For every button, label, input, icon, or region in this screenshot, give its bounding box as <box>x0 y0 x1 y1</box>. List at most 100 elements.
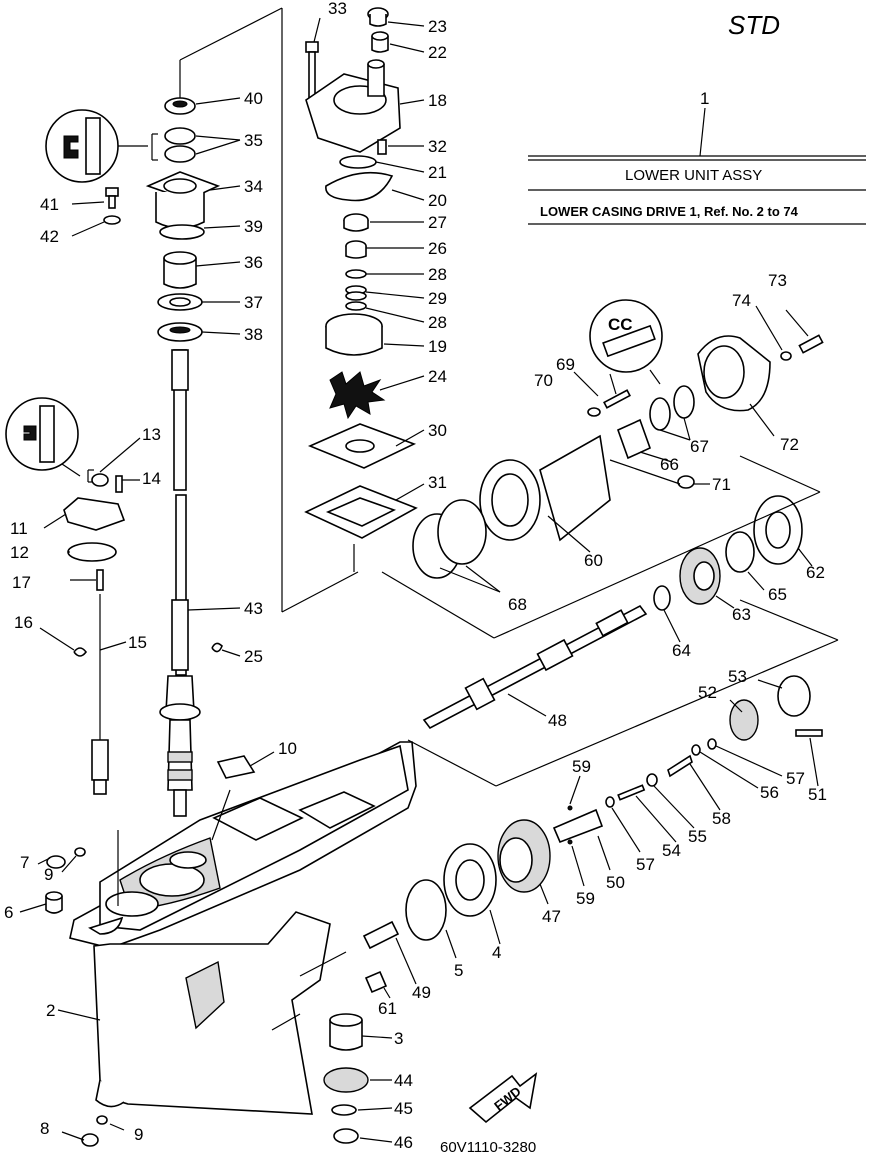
callout-28-lower: 28 <box>428 313 447 332</box>
callout-66: 66 <box>660 455 679 474</box>
callout-37: 37 <box>244 293 263 312</box>
callout-73: 73 <box>768 271 787 290</box>
callout-62: 62 <box>806 563 825 582</box>
callout-26: 26 <box>428 239 447 258</box>
callout-7: 7 <box>20 853 29 872</box>
callout-15: 15 <box>128 633 147 652</box>
forward-gear-group <box>405 675 823 941</box>
callout-16: 16 <box>14 613 33 632</box>
small-parts-left <box>45 847 108 1147</box>
callout-74: 74 <box>732 291 751 310</box>
callout-3: 3 <box>394 1029 403 1048</box>
inset-detail-35 <box>45 109 158 183</box>
callout-1: 1 <box>700 89 709 108</box>
callout-4: 4 <box>492 943 501 962</box>
callout-33: 33 <box>328 0 347 18</box>
callout-13: 13 <box>142 425 161 444</box>
callout-21: 21 <box>428 163 447 182</box>
callout-38: 38 <box>244 325 263 344</box>
callout-2: 2 <box>46 1001 55 1020</box>
fwd-arrow: FWD <box>468 1072 538 1124</box>
callout-51: 51 <box>808 785 827 804</box>
callout-54: 54 <box>662 841 681 860</box>
callout-34: 34 <box>244 177 263 196</box>
shift-rod-group <box>63 469 126 795</box>
callout-48: 48 <box>548 711 567 730</box>
callout-64: 64 <box>672 641 691 660</box>
callout-40: 40 <box>244 89 263 108</box>
callout-65: 65 <box>768 585 787 604</box>
svg-text:CC: CC <box>608 315 633 334</box>
assembly-info-box: 1 LOWER UNIT ASSY LOWER CASING DRIVE 1, … <box>528 89 866 225</box>
callout-9-upper: 9 <box>44 865 53 884</box>
callout-32: 32 <box>428 137 447 156</box>
callout-58: 58 <box>712 809 731 828</box>
lower-casing <box>69 741 417 1115</box>
callout-25: 25 <box>244 647 263 666</box>
callout-14: 14 <box>142 469 161 488</box>
assembly-title: LOWER UNIT ASSY <box>625 167 762 184</box>
callout-50: 50 <box>606 873 625 892</box>
callout-45: 45 <box>394 1099 413 1118</box>
callout-67: 67 <box>690 437 709 456</box>
callout-49: 49 <box>412 983 431 1002</box>
propeller-shaft-group: CC <box>412 299 824 730</box>
callout-71: 71 <box>712 475 731 494</box>
callout-47: 47 <box>542 907 561 926</box>
callout-28-upper: 28 <box>428 265 447 284</box>
callout-10: 10 <box>278 739 297 758</box>
callout-59-upper: 59 <box>572 757 591 776</box>
callout-57-left: 57 <box>636 855 655 874</box>
callout-59-lower: 59 <box>576 889 595 908</box>
section-outlines <box>117 455 839 977</box>
drive-shaft-group <box>145 97 221 817</box>
callout-44: 44 <box>394 1071 413 1090</box>
callout-24: 24 <box>428 367 447 386</box>
callout-9-lower: 9 <box>134 1125 143 1144</box>
callout-8: 8 <box>40 1119 49 1138</box>
assembly-subtitle: LOWER CASING DRIVE 1, Ref. No. 2 to 74 <box>540 204 799 219</box>
callout-56: 56 <box>760 783 779 802</box>
callout-19: 19 <box>428 337 447 356</box>
drawing-code: 60V1110-3280 <box>440 1139 536 1154</box>
pinion-group <box>323 920 400 1144</box>
inset-detail-shift <box>5 397 81 477</box>
callout-52: 52 <box>698 683 717 702</box>
callout-17: 17 <box>12 573 31 592</box>
bolt-41-washer-42 <box>103 187 121 225</box>
callout-69: 69 <box>556 355 575 374</box>
callout-61: 61 <box>378 999 397 1018</box>
leader-lines <box>19 17 819 1143</box>
callout-53: 53 <box>728 667 747 686</box>
callout-42: 42 <box>40 227 59 246</box>
callout-22: 22 <box>428 43 447 62</box>
callout-60: 60 <box>584 551 603 570</box>
callout-36: 36 <box>244 253 263 272</box>
callout-27: 27 <box>428 213 447 232</box>
callout-43: 43 <box>244 599 263 618</box>
callout-46: 46 <box>394 1133 413 1152</box>
callout-57-right: 57 <box>786 769 805 788</box>
callout-70: 70 <box>534 371 553 390</box>
callout-5: 5 <box>454 961 463 980</box>
callout-72: 72 <box>780 435 799 454</box>
callout-39: 39 <box>244 217 263 236</box>
callout-11: 11 <box>10 519 28 538</box>
std-label: STD <box>728 10 780 40</box>
callout-18: 18 <box>428 91 447 110</box>
callouts: 2 3 4 5 6 7 8 9 9 10 11 12 13 14 15 16 1… <box>4 0 827 1152</box>
callout-6: 6 <box>4 903 13 922</box>
part-10 <box>216 755 256 779</box>
callout-12: 12 <box>10 543 29 562</box>
callout-63: 63 <box>732 605 751 624</box>
callout-55: 55 <box>688 827 707 846</box>
callout-41: 41 <box>40 195 59 214</box>
callout-29: 29 <box>428 289 447 308</box>
part-25 <box>211 642 223 653</box>
callout-20: 20 <box>428 191 447 210</box>
callout-35: 35 <box>244 131 263 150</box>
callout-23: 23 <box>428 17 447 36</box>
callout-68: 68 <box>508 595 527 614</box>
water-pump-group <box>304 7 418 572</box>
